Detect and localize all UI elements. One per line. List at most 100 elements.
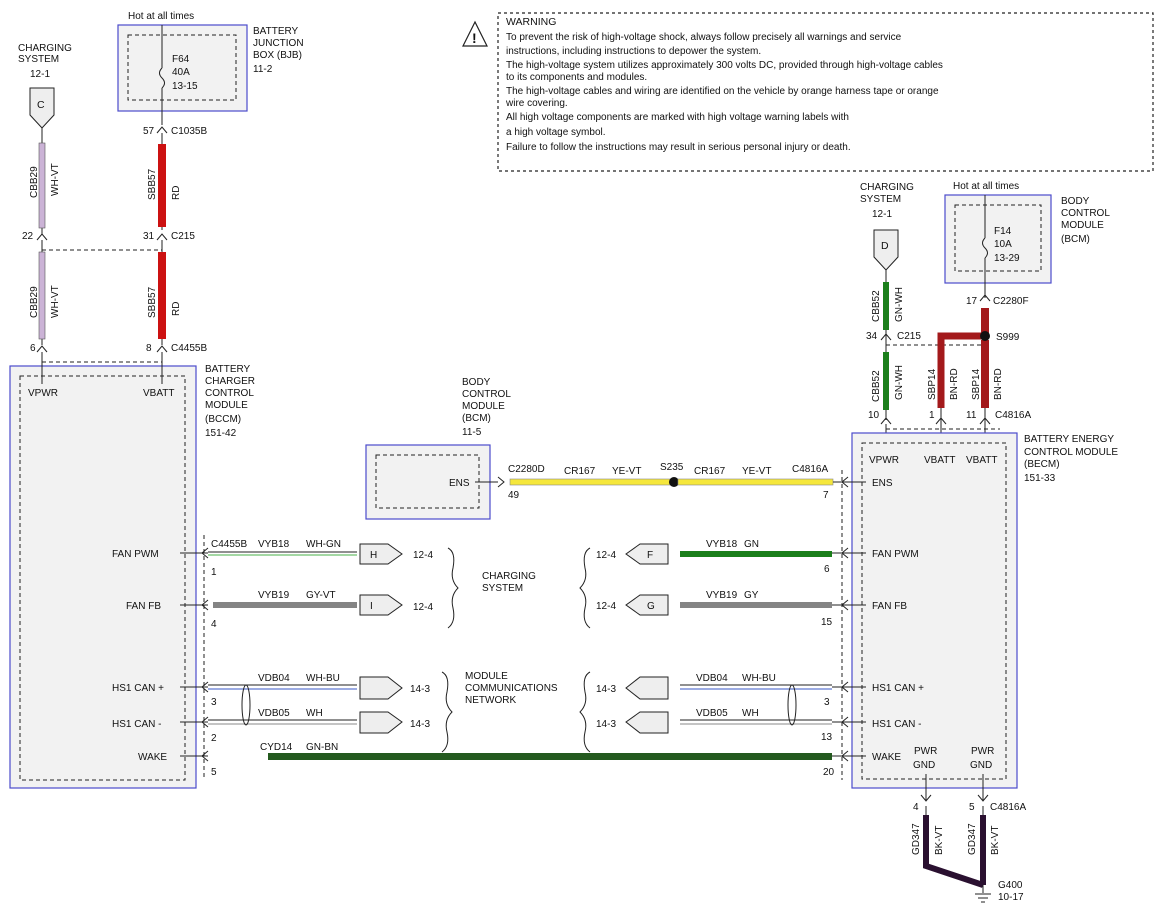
label: WH bbox=[306, 708, 323, 719]
label: BN-RD bbox=[949, 368, 960, 400]
label: (BECM) bbox=[1024, 459, 1060, 470]
label: WH bbox=[742, 708, 759, 719]
label: CR167 bbox=[694, 466, 726, 477]
label: VYB19 bbox=[706, 590, 738, 601]
label: 13-29 bbox=[994, 253, 1020, 264]
warning-line: a high voltage symbol. bbox=[506, 127, 606, 138]
right-vertical-wires: CBB52 GN-WH 34 C215 CBB52 GN-WH 10 17 C2… bbox=[866, 270, 1031, 445]
ref-label: 14-3 bbox=[410, 719, 430, 730]
pin-label: GND bbox=[913, 760, 935, 771]
pin-label: FAN FB bbox=[126, 601, 161, 612]
label: 13-15 bbox=[172, 81, 198, 92]
splice-label: S999 bbox=[996, 332, 1020, 343]
connector-hs1-minus-right bbox=[625, 711, 669, 734]
wire-cbb29-upper bbox=[38, 142, 46, 229]
label: MODULE bbox=[462, 401, 505, 412]
pin-number: 4 bbox=[913, 802, 919, 813]
pin-label: VBATT bbox=[966, 455, 997, 466]
connector-label: C4816A bbox=[995, 410, 1031, 421]
wire-sbp14-top bbox=[981, 308, 989, 334]
label: VDB05 bbox=[258, 708, 290, 719]
label: GN-WH bbox=[894, 365, 905, 400]
pin-label: FAN FB bbox=[872, 601, 907, 612]
pin-number: 11 bbox=[966, 410, 977, 421]
label: CHARGING bbox=[860, 182, 914, 193]
warning-title: WARNING bbox=[506, 16, 556, 28]
label: (BCM) bbox=[462, 413, 491, 424]
pin-number: 3 bbox=[211, 697, 217, 708]
fuse-f64-icon bbox=[159, 67, 165, 89]
warning-line: instructions, including instructions to … bbox=[506, 46, 761, 57]
ground-icon bbox=[975, 893, 991, 903]
label: GD347 bbox=[911, 823, 922, 855]
label: 11-2 bbox=[253, 64, 273, 75]
label: CBB29 bbox=[29, 166, 40, 198]
label: CYD14 bbox=[260, 742, 293, 753]
label: BATTERY bbox=[253, 26, 299, 37]
ground-ref: 10-17 bbox=[998, 892, 1024, 903]
ref-label: 12-4 bbox=[596, 601, 616, 612]
pin-number: 1 bbox=[929, 410, 935, 421]
label: (BCCM) bbox=[205, 414, 241, 425]
label: CHARGER bbox=[205, 376, 255, 387]
label: F64 bbox=[172, 54, 190, 65]
wire-cbb29-lower bbox=[38, 251, 46, 340]
label: BODY bbox=[1061, 196, 1090, 207]
pin-number: 3 bbox=[824, 697, 830, 708]
connector-label: C4455B bbox=[211, 539, 247, 550]
connector-d-shape bbox=[873, 229, 899, 271]
pin-number: 1 bbox=[211, 567, 217, 578]
pin-number: 31 bbox=[143, 231, 155, 242]
pin-number: 49 bbox=[508, 490, 520, 501]
label: WH-VT bbox=[50, 285, 61, 318]
warning-line: The high-voltage system utilizes approxi… bbox=[506, 60, 943, 71]
label: CR167 bbox=[564, 466, 596, 477]
label: YE-VT bbox=[742, 466, 771, 477]
warning-line: All high voltage components are marked w… bbox=[506, 112, 849, 123]
label: JUNCTION bbox=[253, 38, 304, 49]
charging-system-d: CHARGING SYSTEM 12-1 D bbox=[860, 182, 914, 271]
pin-label: PWR bbox=[914, 746, 937, 757]
center-group-labels: CHARGING SYSTEM MODULE COMMUNICATIONS NE… bbox=[441, 547, 591, 753]
label: BK-VT bbox=[990, 826, 1001, 855]
label: MODULE bbox=[205, 400, 248, 411]
label: WH-BU bbox=[306, 673, 340, 684]
hot-at-all-times-right: Hot at all times bbox=[953, 181, 1019, 192]
bccm-module: VPWR VBATT BATTERY CHARGER CONTROL MODUL… bbox=[9, 352, 255, 789]
wire-sbb57-lower bbox=[158, 252, 166, 339]
label: BODY bbox=[462, 377, 491, 388]
connector-c-shape bbox=[29, 87, 55, 129]
pin-number: 7 bbox=[823, 490, 829, 501]
warning-line: Failure to follow the instructions may r… bbox=[506, 142, 851, 153]
label: VDB05 bbox=[696, 708, 728, 719]
label: SBP14 bbox=[927, 368, 938, 400]
splice-s999 bbox=[980, 331, 990, 341]
label: GN-BN bbox=[306, 742, 338, 753]
label: VDB04 bbox=[258, 673, 290, 684]
label: SYSTEM bbox=[18, 54, 59, 65]
label: 12-1 bbox=[872, 209, 892, 220]
connector-letter: H bbox=[370, 550, 377, 561]
connector-label: C4816A bbox=[990, 802, 1026, 813]
label: CBB29 bbox=[29, 286, 40, 318]
ref-label: 14-3 bbox=[596, 719, 616, 730]
pin-label: HS1 CAN - bbox=[112, 719, 161, 730]
charging-system-c: CHARGING SYSTEM 12-1 C bbox=[18, 43, 72, 129]
label: BATTERY ENERGY bbox=[1024, 434, 1114, 445]
label: SBP14 bbox=[971, 368, 982, 400]
pin-number: 5 bbox=[211, 767, 217, 778]
label: WH-BU bbox=[742, 673, 776, 684]
pin-label: FAN PWM bbox=[112, 549, 159, 560]
label: YE-VT bbox=[612, 466, 641, 477]
connector-letter: F bbox=[647, 550, 653, 561]
label: VYB19 bbox=[258, 590, 290, 601]
wire-cr167-right bbox=[677, 478, 834, 486]
connector-label: C215 bbox=[171, 231, 195, 242]
warning-triangle-icon bbox=[462, 20, 488, 47]
pin-number: 13 bbox=[821, 732, 833, 743]
pin-label: HS1 CAN + bbox=[112, 683, 164, 694]
warning-line: wire covering. bbox=[505, 98, 568, 109]
pin-label: WAKE bbox=[138, 752, 167, 763]
warning-line: To prevent the risk of high-voltage shoc… bbox=[506, 32, 902, 43]
warning-line: to its components and modules. bbox=[506, 72, 647, 83]
